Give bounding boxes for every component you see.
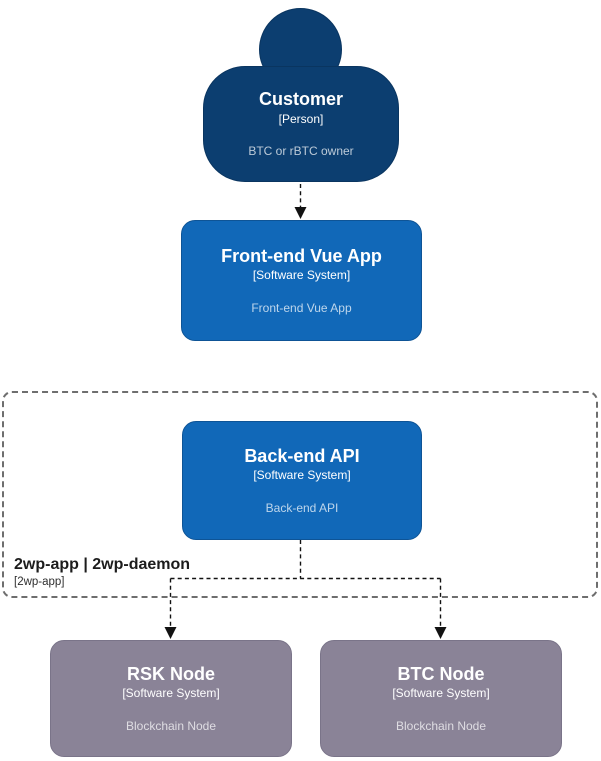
node-meta: [Person] — [278, 111, 324, 126]
node-title: Front-end Vue App — [221, 245, 382, 266]
node-title: Customer — [258, 89, 343, 110]
boundary-label: 2wp-app | 2wp-daemon [2wp-app] — [14, 555, 190, 590]
node-meta: [Software System] — [392, 686, 490, 701]
node-description: Front-end Vue App — [251, 300, 352, 315]
node-meta: [Software System] — [252, 268, 351, 283]
node-title: Back-end API — [244, 445, 360, 466]
boundary-meta: [2wp-app] — [14, 576, 65, 589]
edge-customer-frontend — [294, 184, 307, 219]
node-title: RSK Node — [126, 663, 215, 684]
boundary-title: 2wp-app | 2wp-daemon — [14, 556, 191, 574]
arrowhead-icon — [434, 627, 447, 639]
boundary-2wp-app: 2wp-app | 2wp-daemon [2wp-app] — [2, 391, 598, 598]
person-body: Customer [Person] BTC or rBTC owner — [203, 66, 399, 182]
node-frontend-vue-app: Front-end Vue App [Software System] Fron… — [181, 220, 422, 341]
node-btc-node: BTC Node [Software System] Blockchain No… — [320, 640, 562, 757]
node-description: BTC or rBTC owner — [248, 144, 354, 159]
node-description: Back-end API — [265, 500, 339, 515]
arrowhead-icon — [294, 207, 307, 219]
node-meta: [Software System] — [253, 468, 351, 483]
node-rsk-node: RSK Node [Software System] Blockchain No… — [50, 640, 292, 757]
node-description: Blockchain Node — [395, 718, 487, 733]
node-description: Blockchain Node — [125, 718, 217, 733]
node-title: BTC Node — [397, 663, 485, 684]
node-meta: [Software System] — [122, 686, 220, 701]
arrowhead-icon — [164, 627, 177, 639]
node-backend-api: Back-end API [Software System] Back-end … — [182, 421, 422, 540]
